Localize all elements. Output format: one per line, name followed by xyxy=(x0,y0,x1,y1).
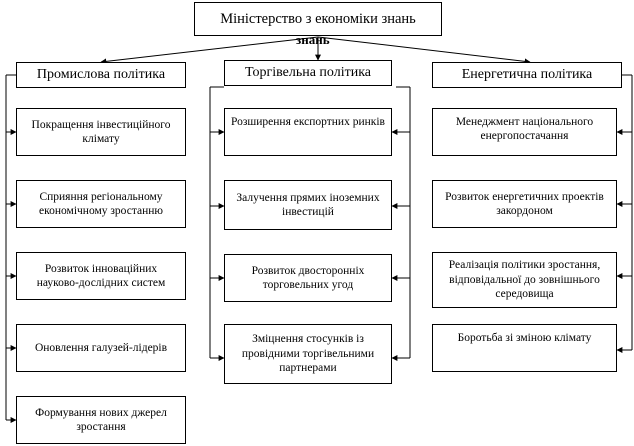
energy-item-1: Менеджмент національного енергопостачанн… xyxy=(432,108,617,156)
industrial-item-4: Оновлення галузей-лідерів xyxy=(16,324,186,372)
industrial-item-3: Розвиток інноваційних науково-дослідних … xyxy=(16,252,186,300)
header-energy-label: Енергетична політика xyxy=(461,67,593,83)
header-industrial-label: Промислова політика xyxy=(36,67,166,83)
ministry-title-box: Міністерство з економіки знань xyxy=(194,2,442,36)
industrial-item-2: Сприяння регіональному економічному зрос… xyxy=(16,180,186,228)
energy-item-2: Розвиток енергетичних проектів закордоно… xyxy=(432,180,617,228)
title-overlap-text: знань xyxy=(296,32,330,47)
arrow-to-industrial xyxy=(100,36,319,65)
trade-item-3: Розвиток двосторонніх торговельних угод xyxy=(224,254,392,302)
ministry-title: Міністерство з економіки знань xyxy=(220,10,416,27)
energy-item-4: Боротьба зі зміною клімату xyxy=(432,324,617,372)
trade-item-2: Залучення прямих іноземних інвестицій xyxy=(224,180,392,230)
energy-item-3: Реалізація політики зростання, відповіда… xyxy=(432,252,617,308)
header-industrial: Промислова політика xyxy=(16,62,186,88)
header-trade-label: Торгівельна політика xyxy=(244,65,372,81)
industrial-item-1: Покращення інвестиційного клімату xyxy=(16,108,186,156)
header-energy: Енергетична політика xyxy=(432,62,622,88)
arrow-to-energy xyxy=(317,36,531,65)
industrial-item-5: Формування нових джерел зростання xyxy=(16,396,186,444)
trade-item-4: Зміцнення стосунків із провідними торгів… xyxy=(224,324,392,384)
header-trade: Торгівельна політика xyxy=(224,60,392,86)
trade-item-1: Розширення експортних ринків xyxy=(224,108,392,156)
